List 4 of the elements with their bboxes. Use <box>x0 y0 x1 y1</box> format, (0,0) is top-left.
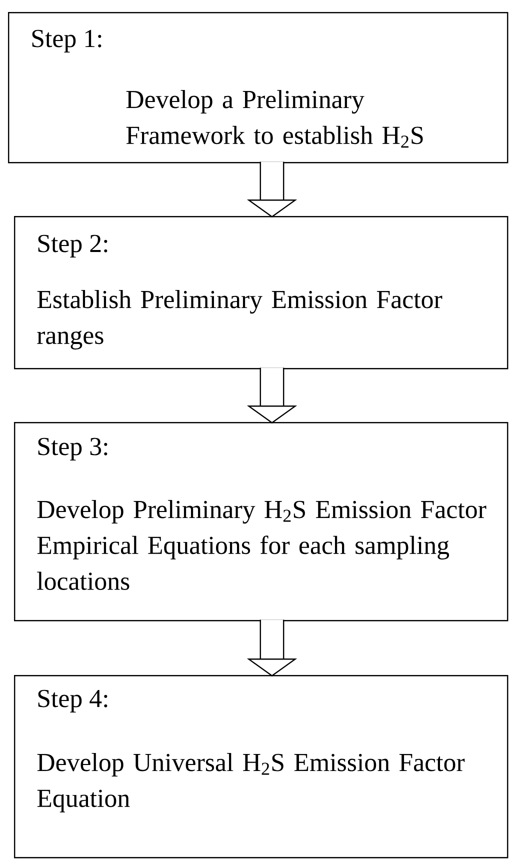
step-box: Step 1: Develop a Preliminary Framework to establish H$_{2}$S <box>8 12 508 164</box>
step-box: Step 4: Develop Universal H$_{2}$S Emission Factor Equation <box>14 675 508 858</box>
step-box: Step 3: Develop Preliminary H$_{2}$S Emission Factor Empirical Equations for each sampling locations <box>14 422 508 622</box>
step-box: Step 2: Establish Preliminary Emission Factor ranges <box>14 216 508 370</box>
